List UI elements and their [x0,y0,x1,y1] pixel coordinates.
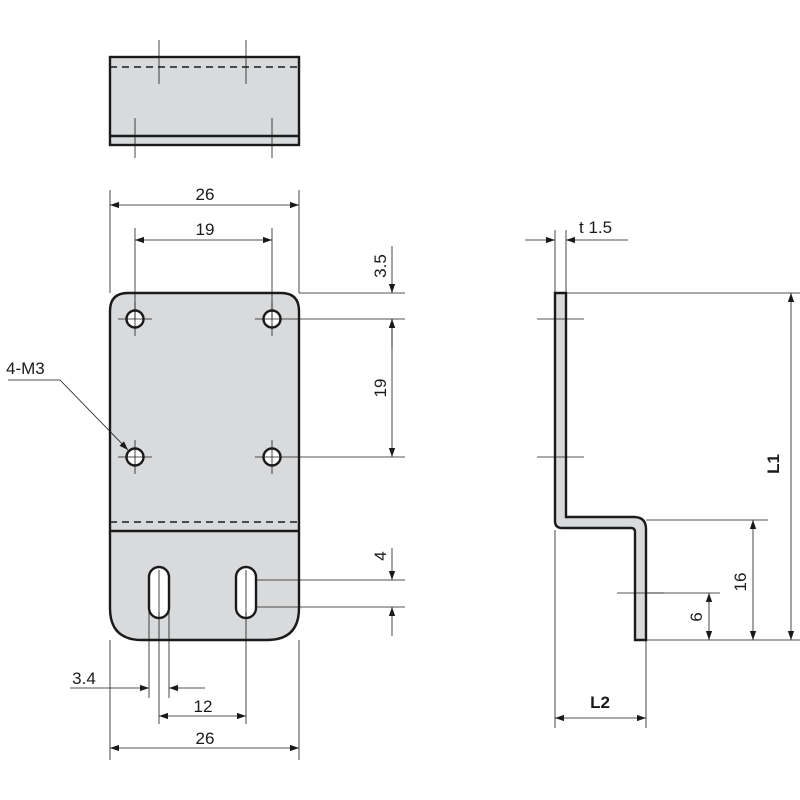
side-view-dimension-lines [525,236,795,722]
dim-slot-pitch: 12 [194,697,213,716]
dim-length-l1: L1 [764,454,783,474]
top-view-body [108,55,301,147]
front-view-extension-lines [109,190,405,760]
dim-tap-holes: 4-M3 [6,359,45,378]
dim-vertical-hole-pitch: 19 [371,379,390,398]
dim-offset-16: 16 [731,573,750,592]
dim-offset-6: 6 [687,612,706,621]
side-view-profile [553,291,648,642]
side-view [537,291,664,642]
top-view [108,40,301,158]
dim-length-l2: L2 [590,693,610,712]
dim-slot-width: 3.4 [72,669,96,688]
dimension-labels: 26 19 3.5 19 4-M3 4 3.4 12 26 t 1.5 L1 1… [6,185,783,748]
dim-slot-length: 4 [371,551,390,560]
front-view-plate [108,291,301,642]
dim-top-width: 26 [196,185,215,204]
front-view-dimension-lines [8,201,396,752]
front-view [108,291,301,642]
dim-bottom-width: 26 [196,729,215,748]
side-view-extension-lines [554,230,800,728]
dim-top-hole-pitch: 19 [196,220,215,239]
dim-thickness: t 1.5 [579,218,612,237]
dim-hole-edge-offset: 3.5 [371,254,390,278]
